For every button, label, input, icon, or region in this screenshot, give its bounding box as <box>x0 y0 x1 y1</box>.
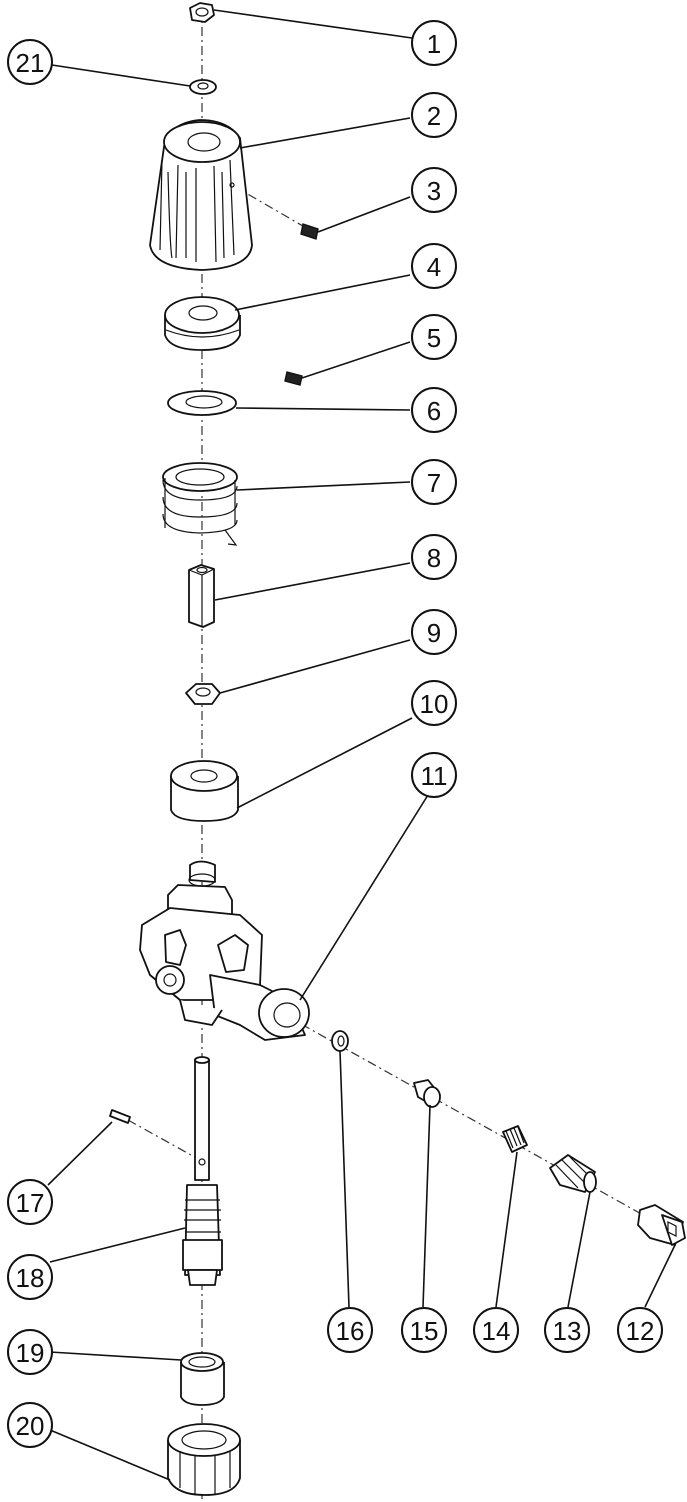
leader-lines <box>47 9 676 1481</box>
callout-2: 2 <box>411 92 457 138</box>
callout-9-label: 9 <box>427 618 441 648</box>
callout-19-label: 19 <box>16 1338 45 1368</box>
leader-13 <box>567 1191 591 1308</box>
leader-18 <box>49 1227 186 1263</box>
callout-20-label: 20 <box>16 1411 45 1441</box>
part-8-hex-spacer <box>188 564 215 628</box>
callout-4-label: 4 <box>427 252 441 282</box>
callout-10-label: 10 <box>420 689 449 719</box>
leader-20 <box>49 1429 171 1481</box>
callout-14: 14 <box>473 1307 519 1353</box>
part-10-seat <box>170 760 239 822</box>
part-19-bushing <box>180 1352 225 1406</box>
callout-8: 8 <box>411 534 457 580</box>
callout-2-label: 2 <box>427 101 441 131</box>
setscrew-axis <box>231 184 316 234</box>
leader-1 <box>213 9 413 39</box>
callout-5-label: 5 <box>427 323 441 353</box>
part-11-valve-body <box>139 860 310 1041</box>
leader-21 <box>51 64 191 87</box>
part-3-setscrew <box>300 223 319 240</box>
callout-16-label: 16 <box>336 1316 365 1346</box>
part-17-pin <box>109 1109 131 1124</box>
callout-3: 3 <box>411 167 457 213</box>
part-9-hex-nut <box>185 683 221 705</box>
leader-9 <box>219 639 411 694</box>
callout-16: 16 <box>327 1307 373 1353</box>
part-7-spring <box>162 462 238 546</box>
callout-3-label: 3 <box>427 176 441 206</box>
callout-12-label: 12 <box>626 1316 655 1346</box>
leader-8 <box>214 562 411 601</box>
part-20-cap-nut <box>167 1423 241 1496</box>
callout-4: 4 <box>411 243 457 289</box>
leader-11 <box>299 794 429 1001</box>
part-13-cage <box>549 1154 597 1193</box>
callout-15-label: 15 <box>410 1316 439 1346</box>
leader-16 <box>339 1050 350 1308</box>
callout-8-label: 8 <box>427 543 441 573</box>
part-2-knob <box>149 119 253 271</box>
callout-11-label: 11 <box>421 761 448 791</box>
part-18-stem <box>182 1056 223 1286</box>
leader-12 <box>644 1244 676 1308</box>
callout-6: 6 <box>411 387 457 433</box>
leader-5 <box>301 341 411 379</box>
leader-2 <box>239 117 411 149</box>
callout-1: 1 <box>411 20 457 66</box>
callout-12: 12 <box>617 1307 663 1353</box>
callout-9: 9 <box>411 609 457 655</box>
leader-4 <box>234 274 411 311</box>
leader-17 <box>47 1121 113 1186</box>
part-5-setscrew <box>284 371 303 386</box>
part-21-washer <box>189 79 217 95</box>
callout-20: 20 <box>7 1402 53 1448</box>
callout-7: 7 <box>411 459 457 505</box>
leader-7 <box>236 481 411 491</box>
part-6-washer <box>167 390 237 416</box>
part-1-nut <box>189 2 215 23</box>
leader-14 <box>495 1151 518 1308</box>
part-15-poppet <box>413 1079 441 1108</box>
callout-6-label: 6 <box>427 396 441 426</box>
part-16-oring <box>331 1030 349 1052</box>
callout-11: 11 <box>411 752 457 798</box>
horizontal-assembly-axis <box>284 1014 671 1231</box>
leader-6 <box>235 407 411 411</box>
leader-15 <box>422 1104 431 1308</box>
part-4-retainer <box>164 296 241 351</box>
callout-21-label: 21 <box>16 48 45 78</box>
pin-axis <box>127 1119 201 1161</box>
callout-19: 19 <box>7 1329 53 1375</box>
leader-10 <box>236 717 413 809</box>
callout-5: 5 <box>411 314 457 360</box>
callout-1-label: 1 <box>427 29 441 59</box>
callout-15: 15 <box>401 1307 447 1353</box>
callout-17: 17 <box>7 1179 53 1225</box>
callout-13: 13 <box>544 1307 590 1353</box>
leader-19 <box>49 1351 182 1361</box>
callout-13-label: 13 <box>553 1316 582 1346</box>
callout-10: 10 <box>411 680 457 726</box>
callout-18: 18 <box>7 1254 53 1300</box>
callout-17-label: 17 <box>16 1188 45 1218</box>
part-12-plug <box>637 1204 686 1246</box>
callout-14-label: 14 <box>482 1316 511 1346</box>
callout-21: 21 <box>7 39 53 85</box>
part-14-small-spring <box>502 1125 528 1153</box>
leader-3 <box>317 196 411 233</box>
callout-7-label: 7 <box>427 468 441 498</box>
callout-18-label: 18 <box>16 1263 45 1293</box>
